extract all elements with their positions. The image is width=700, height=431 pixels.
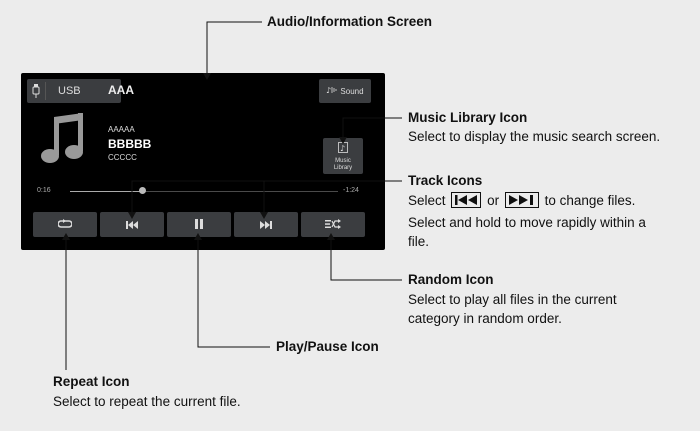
music-library-callout-desc: Select to display the music search scree… — [408, 129, 661, 144]
random-callout-title: Random Icon — [408, 272, 494, 287]
track-next-callout-arrow — [260, 212, 268, 219]
repeat-callout-desc: Select to repeat the current file. — [53, 394, 241, 409]
screen-callout-arrow — [203, 73, 211, 80]
sound-label: Sound — [340, 86, 364, 96]
elapsed-time: 0:16 — [37, 187, 51, 194]
track-callout-desc-or: or — [487, 193, 500, 208]
repeat-icon — [57, 216, 73, 234]
track-callout-desc-line2: Select and hold to move rapidly within a — [408, 215, 646, 230]
usb-icon — [27, 79, 45, 103]
track-title: BBBBB — [108, 137, 152, 151]
play-pause-callout-title: Play/Pause Icon — [276, 339, 379, 354]
sound-button[interactable]: ♪ Sound — [319, 79, 371, 103]
track-album: AAAAA — [108, 125, 135, 134]
random-callout-desc: Select to play all files in the current … — [408, 290, 617, 328]
track-callout-desc-line3: file. — [408, 234, 430, 249]
random-button[interactable] — [301, 212, 365, 237]
screen-title: AAA — [108, 83, 134, 97]
music-library-callout-line — [342, 117, 402, 137]
progress-fill — [70, 191, 143, 192]
progress-handle[interactable] — [138, 187, 146, 194]
remaining-time: -1:24 — [343, 187, 359, 194]
track-artist: CCCCC — [108, 153, 137, 162]
screen-callout-line — [206, 21, 262, 73]
track-callout-desc: Select or to change files. Select and ho… — [408, 191, 698, 251]
play-pause-callout-arrow — [194, 233, 202, 240]
skip-forward-icon — [260, 216, 272, 234]
track-callout-desc-pre: Select — [408, 193, 446, 208]
music-library-label-line1: Music — [335, 158, 351, 164]
music-library-callout-arrow — [339, 137, 347, 144]
track-prev-callout-arrow — [128, 212, 136, 219]
skip-forward-inline-icon — [504, 192, 539, 213]
random-callout-desc-line1: Select to play all files in the current — [408, 292, 617, 307]
random-callout-line — [330, 240, 402, 281]
music-note-icon — [41, 113, 87, 172]
music-library-callout-title: Music Library Icon — [408, 110, 528, 125]
random-callout-arrow — [327, 233, 335, 240]
usb-source-label: USB — [58, 85, 81, 97]
repeat-callout-title: Repeat Icon — [53, 374, 130, 389]
play-pause-button[interactable] — [167, 212, 231, 237]
repeat-callout-arrow — [62, 233, 70, 240]
svg-text:♪: ♪ — [326, 86, 331, 94]
usb-source-button[interactable]: USB — [27, 79, 121, 103]
audio-information-screen: USB AAA ♪ Sound AAAAA BBBBB CCCCC ♪ Musi… — [21, 73, 385, 250]
shuffle-icon — [325, 216, 341, 234]
progress-track[interactable] — [70, 191, 338, 192]
random-callout-desc-line2: category in random order. — [408, 311, 562, 326]
repeat-button[interactable] — [33, 212, 97, 237]
screen-callout-title: Audio/Information Screen — [267, 14, 433, 29]
sound-icon: ♪ — [326, 86, 338, 96]
pause-icon — [195, 216, 203, 234]
music-library-label-line2: Library — [333, 165, 353, 171]
usb-button-divider — [45, 82, 46, 100]
skip-back-inline-icon — [451, 192, 482, 213]
svg-text:♪: ♪ — [340, 144, 345, 153]
next-track-button[interactable] — [234, 212, 298, 237]
skip-back-icon — [126, 216, 138, 234]
track-callout-title: Track Icons — [408, 173, 483, 188]
play-pause-callout-line — [197, 240, 270, 348]
track-callout-line — [131, 180, 402, 212]
track-callout-desc-post: to change files. — [544, 193, 636, 208]
